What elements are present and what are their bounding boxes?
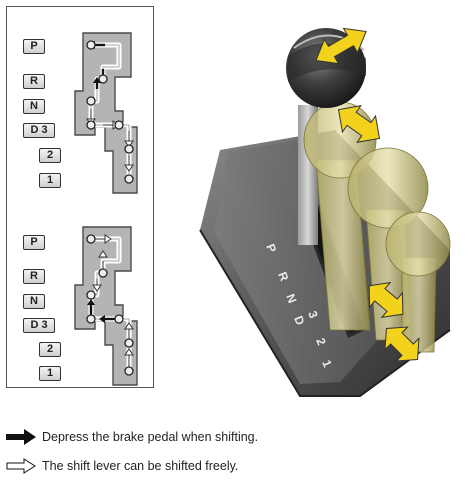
shift-lever-3d: P R N D 3 2 1 [199, 27, 451, 397]
legend-text-brake: Depress the brake pedal when shifting. [42, 430, 259, 444]
shift-pattern-panel: P R N D 3 2 1 [6, 6, 154, 388]
legend-item-brake: Depress the brake pedal when shifting. [6, 428, 258, 446]
gear-key-1: 1 [39, 173, 61, 188]
gear-key-p: P [23, 235, 45, 250]
gear-key-r: R [23, 269, 45, 284]
lever-arrow-icon-1 [337, 105, 381, 143]
gear-key-1: 1 [39, 366, 61, 381]
legend-text-free: The shift lever can be shifted freely. [42, 459, 239, 473]
gear-key-d3: D 3 [23, 318, 55, 333]
gear-key-n: N [23, 99, 45, 114]
shift-gate-plate-2 [74, 226, 138, 386]
solid-arrow-icon [6, 429, 36, 445]
knob-button-arrow-icon [315, 27, 367, 65]
gear-key-2: 2 [39, 148, 61, 163]
motion-arrows [315, 27, 420, 362]
lever-arrow-icon-3 [384, 326, 420, 362]
console-gear-labels: P R N D 3 2 1 [263, 242, 335, 370]
console-label-3: 3 [305, 309, 321, 321]
console-label-2: 2 [313, 336, 329, 348]
gear-key-p: P [23, 39, 45, 54]
lever-arrow-icon-2 [368, 281, 404, 319]
shift-gate-plate-1 [74, 32, 138, 194]
legend-item-free: The shift lever can be shifted freely. [6, 457, 238, 475]
gear-key-r: R [23, 74, 45, 89]
outline-arrow-icon [6, 458, 36, 474]
gear-key-d3: D 3 [23, 123, 55, 138]
console-label-1: 1 [319, 358, 335, 370]
gear-key-2: 2 [39, 342, 61, 357]
gear-key-n: N [23, 294, 45, 309]
